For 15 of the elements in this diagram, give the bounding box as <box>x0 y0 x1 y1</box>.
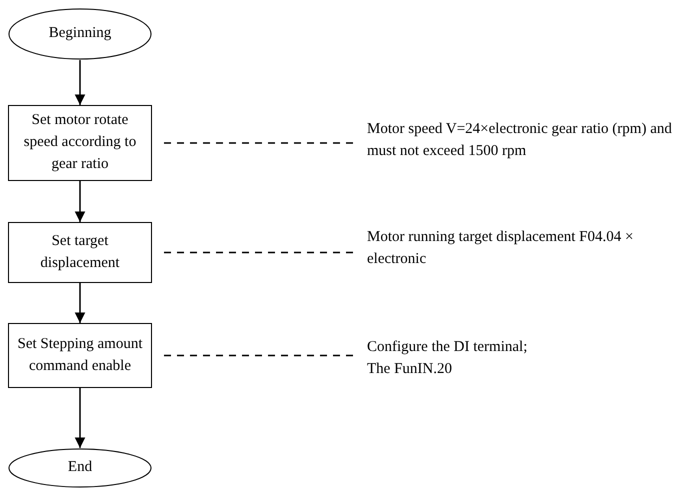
arrow <box>74 283 86 323</box>
dashed-connector <box>164 252 356 254</box>
arrow <box>74 60 86 105</box>
arrow <box>74 388 86 448</box>
process-box: Set Stepping amount command enable <box>8 323 152 388</box>
note-text: Motor running target displacement F04.04 × electronic <box>356 226 656 272</box>
dashed-connector <box>164 354 356 356</box>
terminal-label: Beginning <box>48 24 112 44</box>
process-box: Set target displacement <box>8 222 152 283</box>
arrow <box>74 181 86 222</box>
note-text: Motor speed V=24×electronic gear ratio (rpm) and must not exceed 1500 rpm <box>356 118 686 164</box>
dashed-connector <box>164 142 356 144</box>
note-text: Configure the DI terminal; The FunIN.20 <box>356 336 536 382</box>
terminal-label: End <box>68 458 92 478</box>
process-box: Set motor rotate speed according to gear ratio <box>8 105 152 181</box>
